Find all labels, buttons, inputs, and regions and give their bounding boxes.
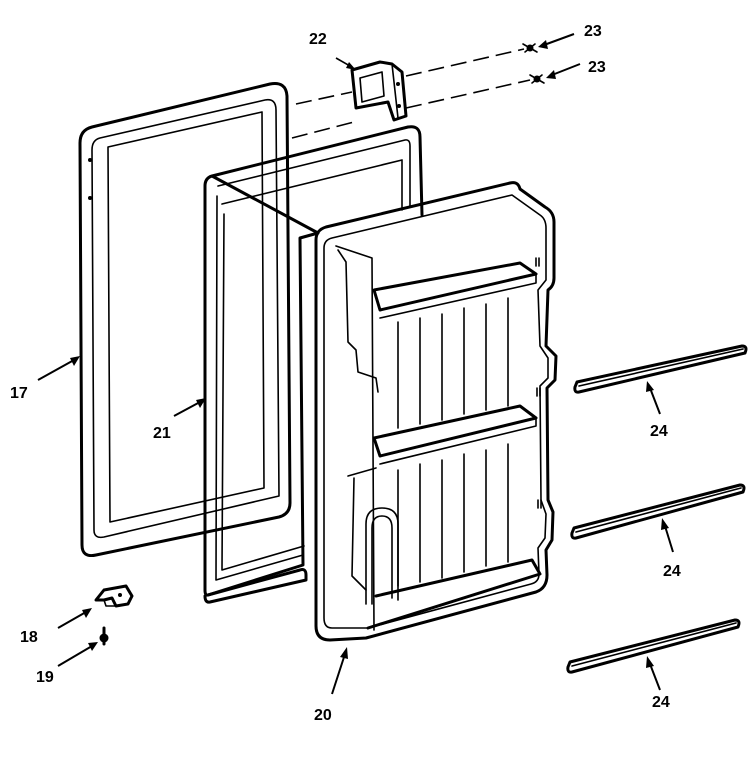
label-24-top: 24 [650,423,668,440]
label-19: 19 [36,669,54,686]
label-18: 18 [20,629,38,646]
leader-lines [37,33,674,695]
label-21: 21 [153,425,171,442]
hinge-bracket [350,60,408,122]
inner-door-liner [314,181,558,642]
label-24-middle: 24 [663,563,681,580]
label-20: 20 [314,707,332,724]
screw-lower [529,74,545,84]
label-24-bottom: 24 [652,694,670,711]
alignment-lines [291,48,531,139]
label-22: 22 [309,31,327,48]
label-23-upper: 23 [584,23,602,40]
outer-door-panel [78,82,292,557]
label-23-lower: 23 [588,59,606,76]
label-17: 17 [10,385,28,402]
shelf-rod-top [573,344,748,394]
screw-upper [522,43,538,53]
door-stop-bracket [94,584,134,608]
shelf-rod-bottom [566,618,741,674]
door-gasket [203,125,424,604]
shelf-rod-middle [570,483,746,540]
door-stop-screw [99,626,109,646]
